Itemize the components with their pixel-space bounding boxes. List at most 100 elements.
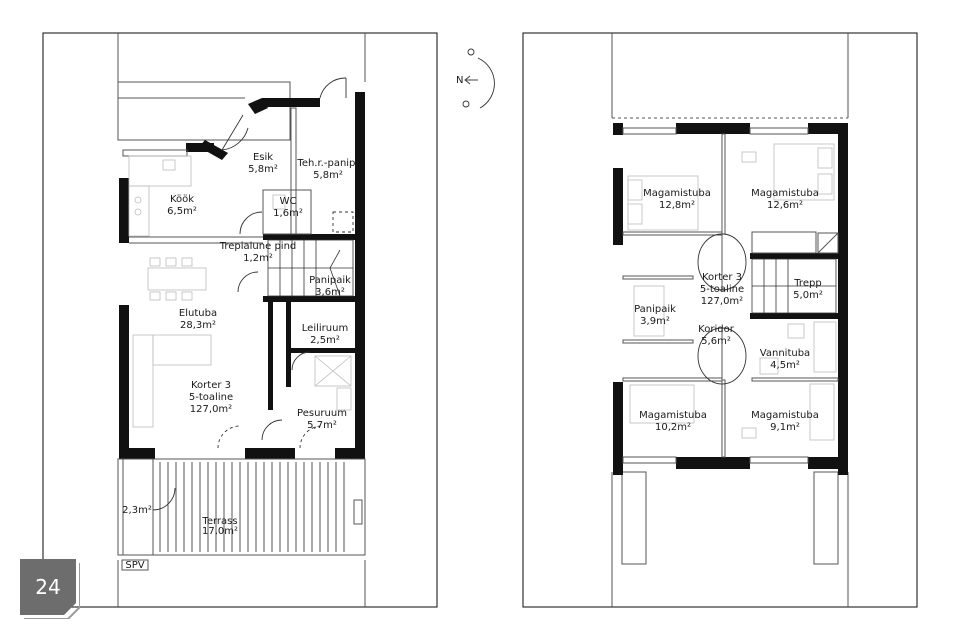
room-area-terrass: 17,0m² [202,526,238,537]
partition [622,231,723,236]
terrace-door-swing [299,425,323,449]
door-swing [261,419,283,441]
window [622,456,677,464]
washbasin [336,387,352,411]
room-name-trepialune: Trepialune pind [219,241,297,252]
shower [314,355,352,387]
shaft [817,232,839,254]
chair [181,291,193,301]
room-name-leiliruum: Leiliruum [302,323,348,334]
partition [721,133,726,235]
wall [613,123,623,135]
wall [248,98,268,114]
room-area-leiliruum: 2,5m² [310,335,340,346]
pillow [627,203,643,225]
chair [149,257,161,267]
room-name-kook: Köök [170,194,194,205]
bed [773,143,835,201]
room-name-pesuruum: Pesuruum [297,408,347,419]
room-name-koridor: Koridor [698,324,735,335]
toilet [787,323,805,339]
window [622,127,677,135]
plot-boundary-right [522,32,918,608]
wall [263,234,355,240]
wall [613,382,623,475]
shelving [633,285,665,337]
wall [119,178,129,243]
window-sill [122,149,188,157]
wall [676,457,750,469]
badge-shape [20,559,80,619]
room-area-wc: 1,6m² [273,208,303,219]
wall [186,143,214,152]
page-number: 24 [35,575,61,599]
closet [751,231,817,254]
chair [149,291,161,301]
wall [286,302,291,387]
entrance-door [221,114,244,151]
room-area-tehr: 5,8m² [313,170,343,181]
terrace-outline [117,458,366,556]
wall [613,168,623,245]
spv-label: SPV [125,560,144,571]
sofa [132,334,154,428]
staircase [751,258,837,314]
room-name-mag2: Magamistuba [751,188,819,199]
terrace-below [621,471,647,565]
room-name-trepp: Trepp [793,278,821,289]
pillow [817,147,833,169]
dining-table [147,267,207,291]
apartment-name-upper: Korter 3 [702,272,742,283]
wall [808,123,848,134]
room-name-elutuba: Elutuba [179,308,217,319]
apartment-name: Korter 3 [191,380,231,391]
chair [741,427,757,439]
pillow [627,179,643,201]
terrace-decking [159,462,345,552]
room-area-trepialune: 1,2m² [243,253,273,264]
sauna-door-swing [291,351,311,371]
shaft-cross [817,232,839,254]
room-name-tehr: Teh.r.-panip. [296,158,358,169]
plot-boundary-left [42,32,438,608]
room-name-mag4: Magamistuba [751,410,819,421]
storage-outline [122,458,154,556]
room-name-mag1: Magamistuba [643,188,711,199]
bed [627,175,699,231]
door-swing [319,77,347,99]
door-swing [237,271,259,293]
apartment-type-upper: 5-toaline [700,284,744,295]
apartment-area: 127,0m² [190,404,232,415]
first-floor-plan: Magamistuba 12,8m² Magamistuba 12,6m² Tr… [522,32,918,608]
wall [262,98,320,107]
wall [119,305,129,455]
partition [721,379,726,458]
room-name-terrass: Terrass [201,516,237,527]
sun-icon [462,100,470,108]
chair [165,257,177,267]
room-area-esik: 5,8m² [248,164,278,175]
wall [119,448,155,459]
wall [676,123,750,134]
wall [750,313,838,319]
wall [750,253,838,259]
toilet [272,194,286,210]
room-area-mag3: 10,2m² [655,422,691,433]
bed [809,383,835,441]
ground-floor-plan: Esik 5,8m² Teh.r.-panip. 5,8m² Köök 6,5m… [42,32,438,608]
room-area-panipaik2: 3,9m² [640,316,670,327]
room-area-panipaik: 3,6m² [315,287,345,298]
north-arrow-head [464,75,471,85]
compass: N [456,48,495,109]
room-area-storage: 2,3m² [122,505,152,516]
terrace-post [353,499,363,525]
door-swing [239,211,263,235]
wc-partition [262,189,312,235]
room-area-trepp: 5,0m² [793,290,823,301]
room-area-koridor: 5,6m² [701,336,731,347]
kitchen-counter [128,155,192,187]
partition [751,377,839,382]
terrace-below [813,471,839,565]
spv-box [121,559,149,571]
